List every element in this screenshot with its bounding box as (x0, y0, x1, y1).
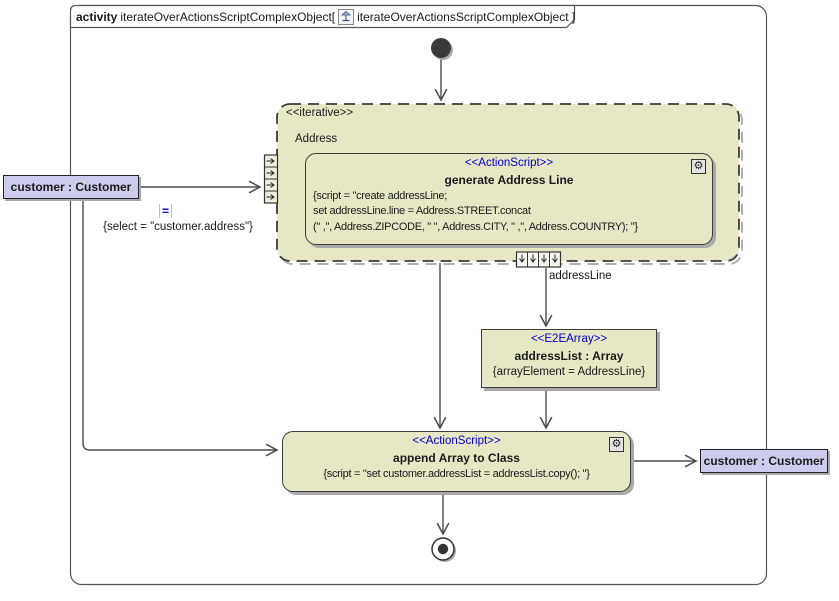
final-node[interactable] (431, 537, 456, 562)
append-action-stereotype: <<ActionScript>> (412, 435, 501, 447)
address-list-array-node[interactable]: <<E2EArray>> addressList : Array {arrayE… (481, 329, 657, 388)
select-constraint-label: {select = "customer.address"} (103, 221, 253, 233)
generate-address-line-action[interactable]: ⚙ <<ActionScript>> generate Address Line… (305, 153, 713, 245)
equals-icon: = (159, 204, 173, 218)
generate-action-stereotype: <<ActionScript>> (464, 157, 554, 169)
array-node-name: addressList : Array (514, 349, 624, 363)
append-array-to-class-action[interactable]: ⚙ <<ActionScript>> append Array to Class… (282, 431, 631, 492)
output-expansion-node[interactable] (515, 251, 562, 268)
append-action-script: {script = "set customer.addressList = ad… (323, 468, 590, 480)
region-input-element-label: Address (295, 133, 338, 145)
address-line-edge-label: addressLine (549, 270, 612, 282)
iterative-region-stereotype: <<iterative>> (286, 107, 354, 119)
activity-diagram-icon (338, 8, 355, 25)
input-parameter-customer[interactable]: customer : Customer (3, 175, 139, 199)
frame-keyword: activity (76, 9, 118, 24)
frame-title: activity iterateOverActionsScriptComplex… (76, 8, 575, 25)
initial-node[interactable] (431, 38, 453, 60)
append-action-name: append Array to Class (393, 451, 520, 465)
frame-title-tab[interactable] (69, 4, 576, 29)
activity-frame[interactable] (69, 4, 768, 586)
input-expansion-node[interactable] (263, 154, 279, 204)
output-parameter-label: customer : Customer (703, 454, 825, 468)
output-parameter-customer[interactable]: customer : Customer (700, 449, 828, 473)
generate-action-name: generate Address Line (444, 173, 574, 187)
frame-name: iterateOverActionsScriptComplexObject[ (120, 9, 336, 24)
input-parameter-label: customer : Customer (10, 180, 132, 194)
edge-customer-to-append[interactable] (82, 199, 279, 457)
generate-action-script: {script = "create addressLine; set addre… (313, 190, 638, 233)
gear-icon[interactable]: ⚙ (609, 437, 624, 452)
gear-icon[interactable]: ⚙ (691, 159, 706, 174)
frame-diagram-ref: iterateOverActionsScriptComplexObject ] (357, 9, 576, 24)
array-node-constraint: {arrayElement = AddressLine} (492, 366, 646, 378)
array-node-stereotype: <<E2EArray>> (530, 333, 608, 345)
